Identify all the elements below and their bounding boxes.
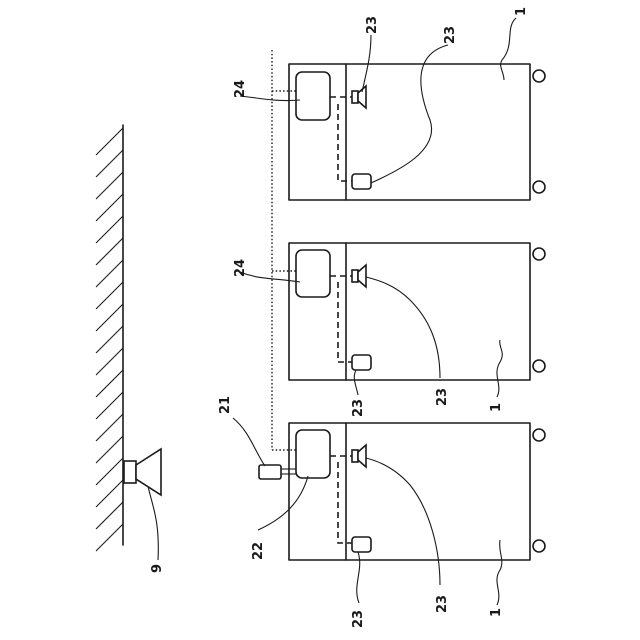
ground-wall xyxy=(96,125,123,551)
unit-top-wheel-1 xyxy=(533,70,545,82)
ref-label-22: 22 xyxy=(251,542,266,560)
hatch-stroke xyxy=(96,524,123,551)
unit-bottom-speaker-body xyxy=(352,450,358,462)
unit-top-wire-b xyxy=(338,104,352,181)
leader-23-middle-speaker xyxy=(366,277,440,378)
unit-middle-wheel-1 xyxy=(533,248,545,260)
unit-top-speaker-cone xyxy=(358,86,366,108)
wall-speaker-body xyxy=(124,461,136,483)
ref-label-23-bottom-b: 23 xyxy=(435,595,450,613)
leader-24-top xyxy=(240,96,300,101)
unit-bottom-controller-22 xyxy=(296,430,330,478)
reference-numerals: 1 1 1 23 23 23 23 23 23 24 24 21 22 xyxy=(218,7,529,628)
ref-label-23-top-a: 23 xyxy=(365,16,380,34)
hatch-stroke xyxy=(96,370,123,397)
unit-top-sensor xyxy=(352,174,371,189)
hatch-stroke xyxy=(96,172,123,199)
unit-middle-wheel-2 xyxy=(533,360,545,372)
ref-label-23-bottom-a: 23 xyxy=(351,610,366,628)
hatch-stroke xyxy=(96,326,123,353)
ref-label-1-bottom: 1 xyxy=(489,608,504,617)
unit-bottom-wire-b xyxy=(338,462,352,543)
leader-23-top-sensor xyxy=(371,45,448,183)
unit-bottom-wheel-2 xyxy=(533,540,545,552)
unit-middle-wire-b xyxy=(338,282,352,362)
leader-21 xyxy=(233,418,265,466)
unit-middle-speaker-cone xyxy=(358,265,366,287)
leader-23-middle-sensor xyxy=(354,370,358,395)
unit-middle-speaker-body xyxy=(352,270,358,282)
ref-label-24-middle: 24 xyxy=(233,259,248,277)
hatch-stroke xyxy=(96,216,123,243)
ref-label-23-middle-b: 23 xyxy=(435,388,450,406)
unit-top-controller-24 xyxy=(296,72,330,120)
hatch-stroke xyxy=(96,150,123,177)
hatch-stroke xyxy=(96,282,123,309)
wall-hatching xyxy=(96,128,123,551)
hatch-stroke xyxy=(96,480,123,507)
external-module-21 xyxy=(259,465,281,479)
leader-1-middle xyxy=(497,340,502,397)
leader-24-middle xyxy=(240,272,300,282)
ref-label-1-middle: 1 xyxy=(489,403,504,412)
unit-bottom-sensor xyxy=(352,537,371,552)
unit-middle-sensor xyxy=(352,355,371,370)
ref-label-24-top: 24 xyxy=(233,80,248,98)
hatch-stroke xyxy=(96,392,123,419)
wall-speaker-9: 9 xyxy=(124,449,165,573)
hatch-stroke xyxy=(96,502,123,529)
ref-label-21: 21 xyxy=(218,396,233,414)
unit-top-wheel-2 xyxy=(533,181,545,193)
hatch-stroke xyxy=(96,458,123,485)
hatch-stroke xyxy=(96,128,123,155)
leader-22 xyxy=(258,476,308,530)
leader-23-bottom-speaker xyxy=(366,458,440,585)
unit-bottom-wheel-1 xyxy=(533,429,545,441)
hatch-stroke xyxy=(96,194,123,221)
leader-lines xyxy=(233,18,516,605)
leader-1-top xyxy=(501,18,516,80)
unit-top-speaker-body xyxy=(352,91,358,103)
hatch-stroke xyxy=(96,260,123,287)
unit-middle-controller-24 xyxy=(296,250,330,297)
hatch-stroke xyxy=(96,436,123,463)
leader-1-bottom xyxy=(497,540,502,605)
unit-top xyxy=(289,64,545,200)
hatch-stroke xyxy=(96,304,123,331)
hatch-stroke xyxy=(96,348,123,375)
leader-9 xyxy=(148,486,158,560)
ref-label-9: 9 xyxy=(150,564,165,573)
unit-middle xyxy=(289,243,545,380)
hatch-stroke xyxy=(96,238,123,265)
ref-label-1-top: 1 xyxy=(514,7,529,16)
unit-bottom-speaker-cone xyxy=(358,445,366,467)
ref-label-23-top-b: 23 xyxy=(443,26,458,44)
ref-label-23-middle-a: 23 xyxy=(351,399,366,417)
hatch-stroke xyxy=(96,414,123,441)
